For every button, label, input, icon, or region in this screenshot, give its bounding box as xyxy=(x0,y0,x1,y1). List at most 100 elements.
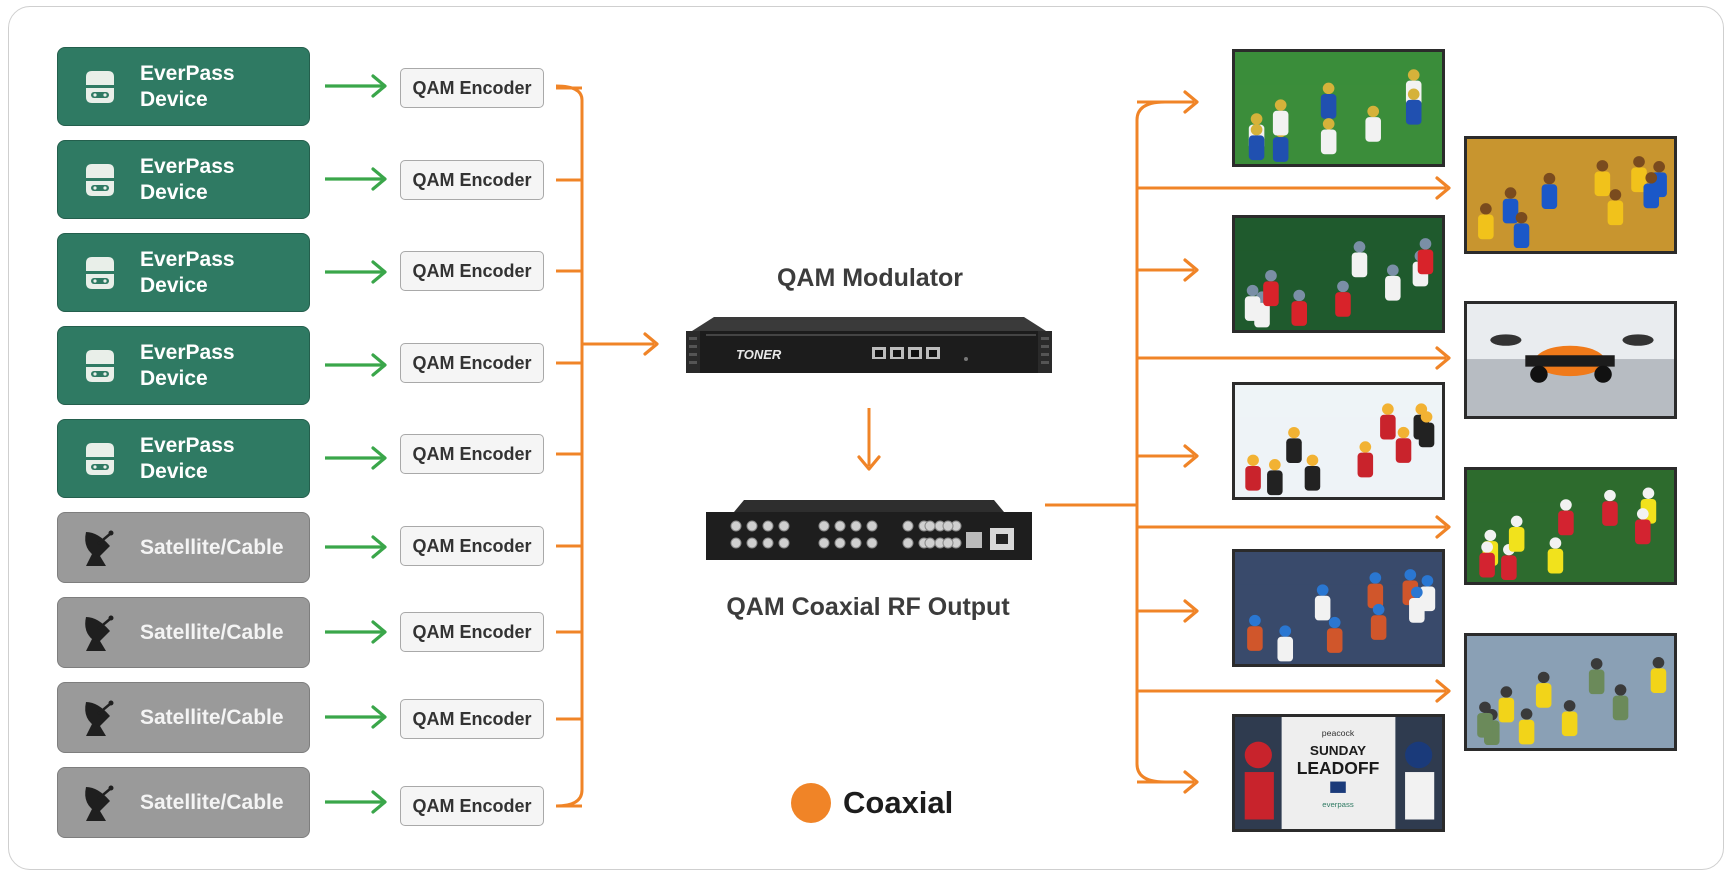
everpass-device-icon xyxy=(86,70,114,103)
screen-ice-hockey xyxy=(1232,382,1445,500)
rf-output-device xyxy=(706,500,1032,560)
input-arrow-head xyxy=(371,74,387,98)
screen-formula-1 xyxy=(1464,301,1677,419)
coax-bus-left xyxy=(555,84,584,808)
qam-encoder-box: QAM Encoder xyxy=(400,68,544,108)
input-arrow-head xyxy=(371,705,387,729)
screen-feed-head xyxy=(1435,679,1451,703)
rf-port xyxy=(778,520,790,532)
everpass-device-box: EverPass Device xyxy=(57,233,310,312)
screen-american-football xyxy=(1232,49,1445,167)
input-arrow-head xyxy=(371,446,387,470)
bus-to-modulator-head xyxy=(643,332,659,356)
source-label: EverPass Device xyxy=(140,154,235,204)
rf-port xyxy=(924,520,936,532)
rf-port xyxy=(778,537,790,549)
everpass-device-box: EverPass Device xyxy=(57,140,310,219)
rf-port xyxy=(762,537,774,549)
input-arrow-head xyxy=(371,167,387,191)
satellite-dish-icon xyxy=(85,785,114,821)
screen-baseball: peacock SUNDAY LEADOFF everpass xyxy=(1232,714,1445,832)
qam-encoder-box: QAM Encoder xyxy=(400,343,544,383)
qam-encoder-box: QAM Encoder xyxy=(400,786,544,826)
modulator-down-head xyxy=(857,455,881,471)
satellite-cable-box: Satellite/Cable xyxy=(57,597,310,668)
satellite-cable-box: Satellite/Cable xyxy=(57,767,310,838)
screen-caption-sunday: SUNDAY xyxy=(1310,743,1366,758)
satellite-dish-icon xyxy=(85,700,114,736)
qam-encoder-box: QAM Encoder xyxy=(400,699,544,739)
everpass-device-box: EverPass Device xyxy=(57,419,310,498)
source-label: Satellite/Cable xyxy=(140,535,284,559)
coaxial-legend-label: Coaxial xyxy=(843,785,954,820)
screen-caption-leadoff: LEADOFF xyxy=(1297,758,1380,778)
everpass-device-icon xyxy=(86,163,114,196)
screen-feed-head xyxy=(1435,346,1451,370)
coax-bus-right xyxy=(1135,100,1166,784)
screen-feed-head xyxy=(1183,599,1199,623)
rf-port xyxy=(818,537,830,549)
qam-encoder-box: QAM Encoder xyxy=(400,251,544,291)
everpass-device-box: EverPass Device xyxy=(57,47,310,126)
satellite-cable-box: Satellite/Cable xyxy=(57,682,310,753)
everpass-device-box: EverPass Device xyxy=(57,326,310,405)
rf-port xyxy=(818,520,830,532)
everpass-device-icon xyxy=(86,442,114,475)
qam-encoder-box: QAM Encoder xyxy=(400,434,544,474)
source-label: Satellite/Cable xyxy=(140,705,284,729)
screen-womens-basketball xyxy=(1232,549,1445,667)
rf-port xyxy=(942,520,954,532)
rf-port xyxy=(866,520,878,532)
source-label: Satellite/Cable xyxy=(140,790,284,814)
rf-port xyxy=(762,520,774,532)
modulator-title: QAM Modulator xyxy=(776,264,964,292)
rf-port xyxy=(746,537,758,549)
screen-caption-peacock: peacock xyxy=(1322,728,1355,738)
rf-port xyxy=(924,537,936,549)
qam-modulator-device: TONER xyxy=(686,317,1052,373)
rf-port xyxy=(746,520,758,532)
input-arrow-head xyxy=(371,260,387,284)
rf-port xyxy=(730,537,742,549)
screen-soccer xyxy=(1232,215,1445,333)
screen-caption-everpass: everpass xyxy=(1322,800,1354,809)
rf-port xyxy=(866,537,878,549)
qam-encoder-box: QAM Encoder xyxy=(400,160,544,200)
rf-port xyxy=(850,537,862,549)
rf-port xyxy=(730,520,742,532)
input-arrow-head xyxy=(371,353,387,377)
screen-feed-head xyxy=(1435,176,1451,200)
rf-output-title: QAM Coaxial RF Output xyxy=(726,593,1010,621)
qam-encoder-box: QAM Encoder xyxy=(400,612,544,652)
rf-port xyxy=(834,537,846,549)
input-arrow-head xyxy=(371,535,387,559)
rf-port xyxy=(850,520,862,532)
screen-cycling xyxy=(1464,633,1677,751)
source-label: EverPass Device xyxy=(140,340,235,390)
satellite-cable-box: Satellite/Cable xyxy=(57,512,310,583)
everpass-device-icon xyxy=(86,349,114,382)
input-arrow-head xyxy=(371,790,387,814)
screen-feed-head xyxy=(1435,515,1451,539)
qam-encoder-box: QAM Encoder xyxy=(400,526,544,566)
modulator-brand-text: TONER xyxy=(736,347,782,362)
screen-feed-head xyxy=(1183,90,1199,114)
screen-basketball xyxy=(1464,136,1677,254)
source-label: EverPass Device xyxy=(140,433,235,483)
rf-port xyxy=(902,537,914,549)
source-label: Satellite/Cable xyxy=(140,620,284,644)
coaxial-legend-swatch xyxy=(791,783,831,823)
screen-college-football xyxy=(1464,467,1677,585)
source-label: EverPass Device xyxy=(140,247,235,297)
screen-feed-head xyxy=(1183,770,1199,794)
satellite-dish-icon xyxy=(85,615,114,651)
screen-feed-head xyxy=(1183,258,1199,282)
satellite-dish-icon xyxy=(85,530,114,566)
everpass-device-icon xyxy=(86,256,114,289)
rf-port xyxy=(834,520,846,532)
input-arrow-head xyxy=(371,620,387,644)
rf-port xyxy=(942,537,954,549)
screen-feed-head xyxy=(1183,444,1199,468)
